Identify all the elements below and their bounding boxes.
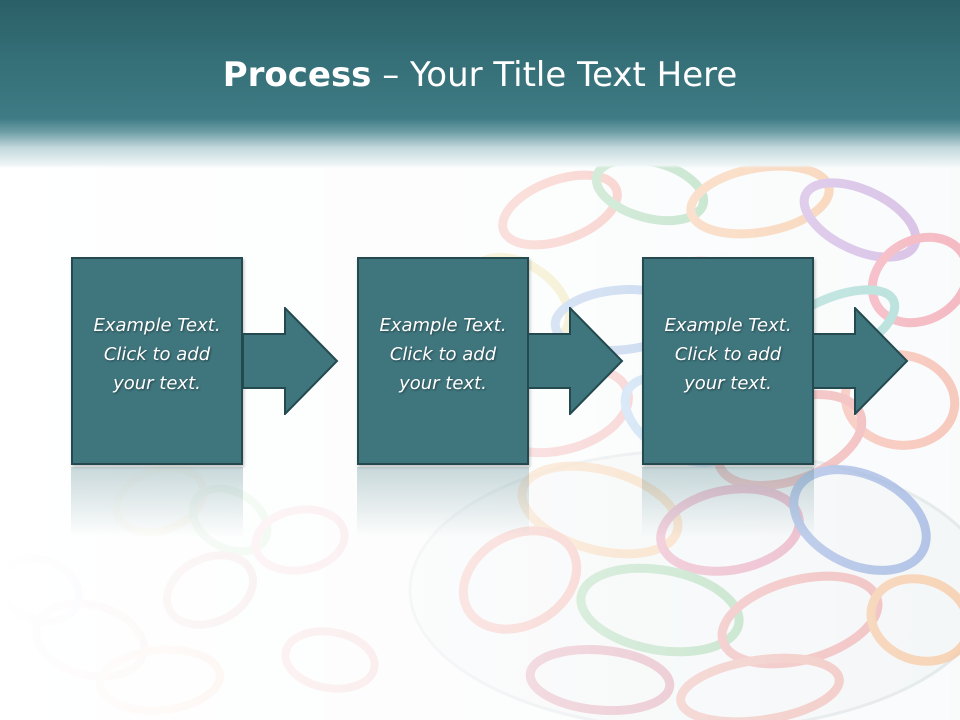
process-step-3[interactable]: Example Text. Click to add your text. [642, 257, 814, 465]
step-text: Example Text. Click to add your text. [664, 315, 792, 394]
header-bar [0, 0, 960, 168]
arrow-right-icon [813, 307, 909, 415]
process-step-1[interactable]: Example Text. Click to add your text. [71, 257, 243, 465]
step-reflection [357, 467, 529, 537]
step-reflection [71, 467, 243, 537]
title-rest: – Your Title Text Here [371, 55, 738, 95]
step-text: Example Text. Click to add your text. [93, 315, 221, 394]
process-step-2[interactable]: Example Text. Click to add your text. [357, 257, 529, 465]
step-text: Example Text. Click to add your text. [379, 315, 507, 394]
title-bold: Process [222, 55, 372, 95]
step-reflection [642, 467, 814, 537]
arrow-right-icon [528, 307, 624, 415]
slide-title[interactable]: Process – Your Title Text Here [0, 52, 960, 98]
arrow-right-icon [243, 307, 339, 415]
